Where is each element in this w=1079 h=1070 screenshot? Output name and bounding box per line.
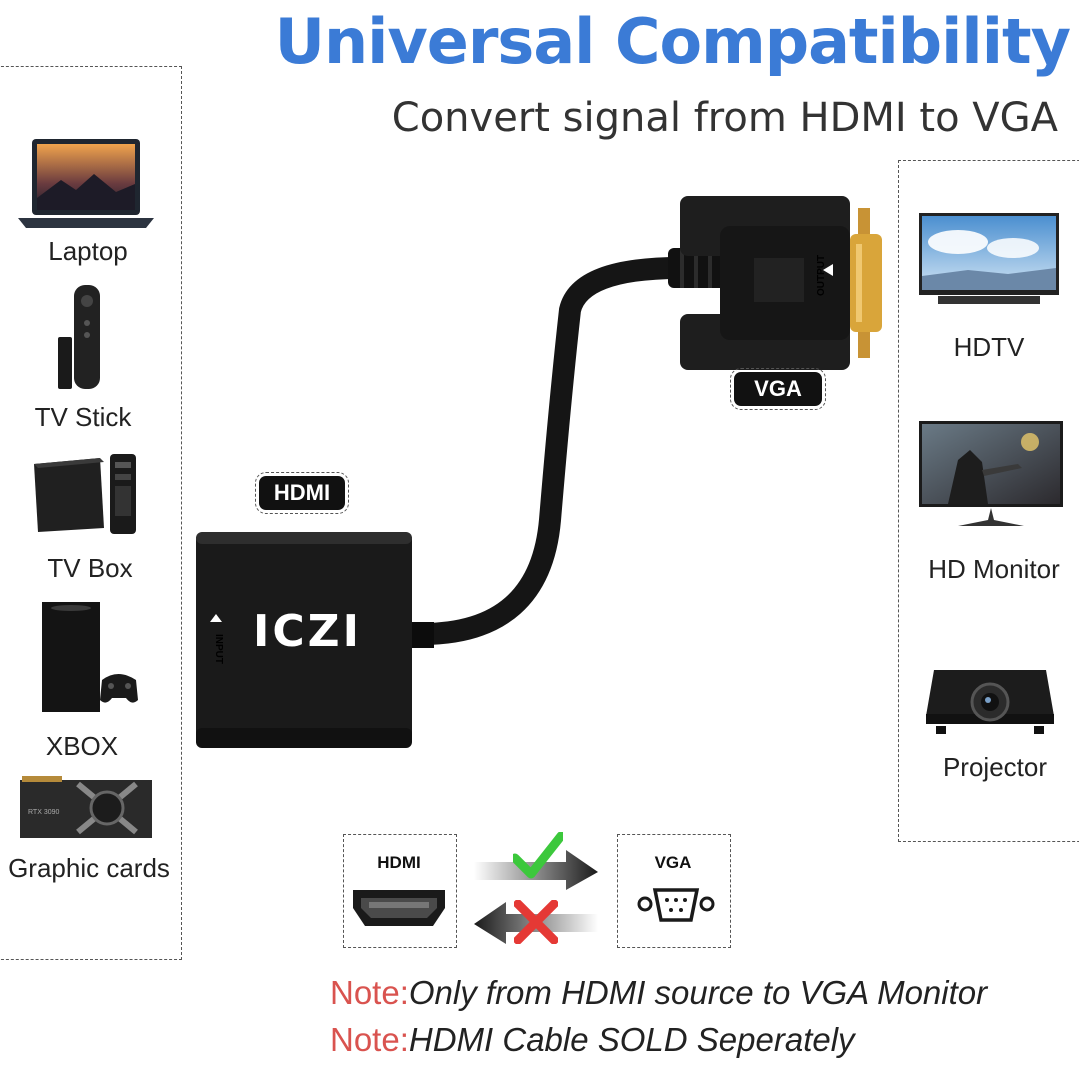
display-devices-panel bbox=[898, 160, 1079, 842]
page-subtitle: Convert signal from HDMI to VGA bbox=[391, 95, 1058, 141]
vga-flow-box bbox=[617, 834, 731, 948]
source-label-laptop: Laptop bbox=[48, 236, 128, 266]
laptop-icon bbox=[18, 139, 154, 228]
note-cable: Note:HDMI Cable SOLD Seperately bbox=[330, 1021, 855, 1059]
xbox-icon bbox=[42, 602, 138, 712]
note-direction: Note:Only from HDMI source to VGA Monito… bbox=[330, 974, 987, 1012]
tv-box-icon bbox=[34, 454, 136, 534]
vga-flow-label: VGA bbox=[654, 853, 692, 872]
hdmi-flow-box bbox=[343, 834, 457, 948]
svg-text:OUTPUT: OUTPUT bbox=[816, 255, 827, 296]
source-devices-panel bbox=[0, 66, 182, 960]
adapter-cable-image: OUTPUT INPUT bbox=[196, 196, 882, 748]
monitor-icon bbox=[919, 421, 1063, 526]
display-label-hd-monitor: HD Monitor bbox=[928, 554, 1060, 584]
tv-stick-icon bbox=[58, 285, 100, 389]
source-label-graphic-cards: Graphic cards bbox=[8, 853, 170, 883]
display-label-projector: Projector bbox=[942, 752, 1048, 782]
note-text: Only from HDMI source to VGA Monitor bbox=[408, 974, 988, 1011]
note-prefix: Note: bbox=[330, 974, 409, 1011]
page-title: Universal Compatibility bbox=[274, 5, 1071, 78]
cross-icon bbox=[514, 900, 558, 944]
source-label-tv-box: TV Box bbox=[47, 553, 133, 583]
hdtv-icon bbox=[919, 213, 1059, 304]
check-icon bbox=[513, 832, 563, 879]
hdmi-flow-label: HDMI bbox=[377, 853, 421, 872]
vga-port-icon bbox=[637, 888, 715, 922]
source-label-tv-stick: TV Stick bbox=[34, 402, 132, 432]
adapter-brand-logo: ICZI bbox=[253, 606, 362, 657]
source-label-xbox: XBOX bbox=[45, 731, 119, 761]
hdmi-port-icon bbox=[353, 890, 445, 926]
svg-text:RTX 3090: RTX 3090 bbox=[28, 809, 59, 816]
note-text: HDMI Cable SOLD Seperately bbox=[408, 1021, 855, 1058]
display-label-hdtv: HDTV bbox=[953, 332, 1025, 362]
svg-text:INPUT: INPUT bbox=[213, 634, 224, 664]
hdmi-port-tag: HDMI bbox=[255, 472, 349, 514]
vga-port-tag: VGA bbox=[730, 368, 826, 410]
note-prefix: Note: bbox=[330, 1021, 409, 1058]
graphics-card-icon: RTX 3090 bbox=[20, 776, 152, 838]
projector-icon bbox=[926, 670, 1054, 734]
